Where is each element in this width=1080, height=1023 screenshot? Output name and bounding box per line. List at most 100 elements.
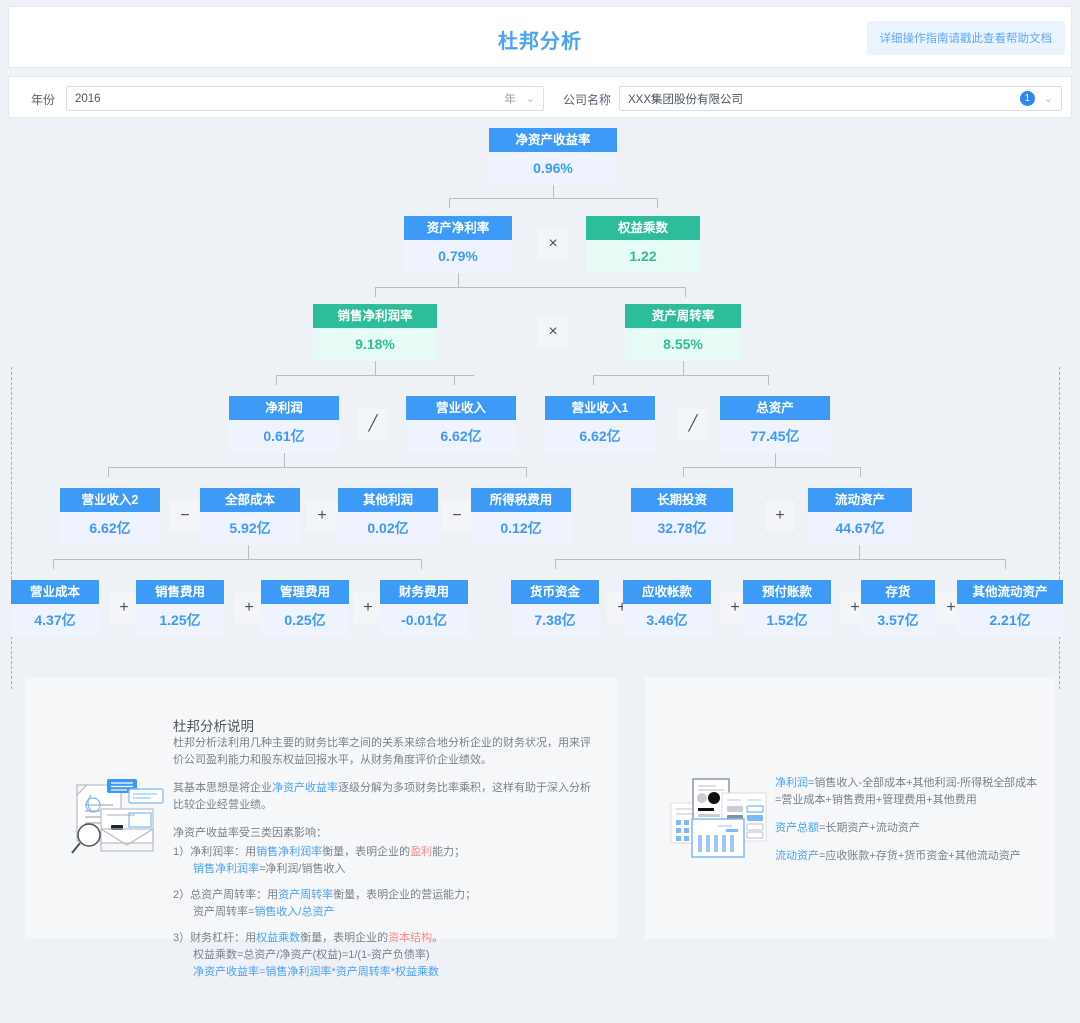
node-value: 32.78亿 xyxy=(631,512,733,545)
factor-item-2: 2）总资产周转率：用资产周转率衡量，表明企业的营运能力； 资产周转率=销售收入/… xyxy=(173,887,593,921)
node-value: 5.92亿 xyxy=(200,512,300,545)
node-value: 6.62亿 xyxy=(545,420,655,453)
explain-para-1: 杜邦分析法利用几种主要的财务比率之间的关系来综合地分析企业的财务状况，用来评价公… xyxy=(173,737,591,766)
connector xyxy=(685,287,686,297)
company-select[interactable]: XXX集团股份有限公司 1 ⌄ xyxy=(619,86,1062,111)
operator-plus: + xyxy=(109,593,139,623)
node-roe[interactable]: 净资产收益率 0.96% xyxy=(489,128,617,185)
node-label: 权益乘数 xyxy=(586,216,700,240)
item1-mid: 衡量，表明企业的 xyxy=(322,846,411,858)
operator-minus: − xyxy=(442,501,472,531)
node-revenue-1[interactable]: 营业收入1 6.62亿 xyxy=(545,396,655,453)
company-label: 公司名称 xyxy=(563,93,612,107)
item2-formula: 资产周转率=销售收入/总资产 xyxy=(173,904,593,921)
node-long-term-investment[interactable]: 长期投资 32.78亿 xyxy=(631,488,733,545)
node-value: 0.96% xyxy=(489,152,617,185)
node-value: 2.21亿 xyxy=(957,604,1063,637)
node-label: 营业收入 xyxy=(406,396,516,420)
node-equity-multiplier[interactable]: 权益乘数 1.22 xyxy=(586,216,700,273)
node-current-assets[interactable]: 流动资产 44.67亿 xyxy=(808,488,912,545)
formula-net-profit: 净利润=销售收入-全部成本+其他利润-所得税全部成本=营业成本+销售费用+管理费… xyxy=(775,775,1040,809)
connector xyxy=(555,559,556,569)
item2-link[interactable]: 资产周转率 xyxy=(278,889,334,901)
node-label: 所得税费用 xyxy=(471,488,571,512)
explanation-panel: 杜邦分析说明 杜邦分析法利用几种主要的财务比率之间的关系来综合地分析企业的财务状… xyxy=(25,677,617,978)
node-label: 总资产 xyxy=(720,396,830,420)
node-inventory[interactable]: 存货 3.57亿 xyxy=(861,580,935,637)
node-label: 销售费用 xyxy=(136,580,224,604)
node-total-assets[interactable]: 总资产 77.45亿 xyxy=(720,396,830,453)
node-revenue-2[interactable]: 营业收入2 6.62亿 xyxy=(60,488,160,545)
connector xyxy=(526,467,527,477)
connector xyxy=(683,361,684,375)
node-label: 销售净利润率 xyxy=(313,304,437,328)
connector xyxy=(458,273,459,287)
item1-link[interactable]: 销售净利润率 xyxy=(256,846,323,858)
node-value: 44.67亿 xyxy=(808,512,912,545)
node-admin-expense[interactable]: 管理费用 0.25亿 xyxy=(261,580,349,637)
node-net-profit[interactable]: 净利润 0.61亿 xyxy=(229,396,339,453)
operator-divide: ╱ xyxy=(678,409,708,439)
item1-formula: 销售净利润率=净利润/销售收入 xyxy=(173,861,593,878)
node-label: 资产净利率 xyxy=(404,216,512,240)
node-label: 资产周转率 xyxy=(625,304,741,328)
node-operating-cost[interactable]: 营业成本 4.37亿 xyxy=(11,580,99,637)
item1-formula-link[interactable]: 销售净利润率 xyxy=(193,863,259,875)
node-income-tax[interactable]: 所得税费用 0.12亿 xyxy=(471,488,571,545)
node-prepaid-accounts[interactable]: 预付账款 1.52亿 xyxy=(743,580,831,637)
node-label: 净资产收益率 xyxy=(489,128,617,152)
node-label: 其他利润 xyxy=(338,488,438,512)
formula-1-link[interactable]: 净利润 xyxy=(775,777,808,789)
node-label: 应收帐款 xyxy=(623,580,711,604)
node-label: 营业成本 xyxy=(11,580,99,604)
chevron-down-icon: ⌄ xyxy=(1043,93,1053,105)
factor-item-3: 3）财务杠杆：用权益乘数衡量，表明企业的资本结构。 权益乘数=总资产/净资产(权… xyxy=(173,930,593,981)
node-value: 0.25亿 xyxy=(261,604,349,637)
item1-pre: 净利润率：用 xyxy=(190,846,257,858)
operator-plus: + xyxy=(765,501,795,531)
node-net-profit-margin[interactable]: 销售净利润率 9.18% xyxy=(313,304,437,361)
connector xyxy=(768,375,769,385)
panel-title: 杜邦分析说明 xyxy=(173,719,254,734)
node-total-cost[interactable]: 全部成本 5.92亿 xyxy=(200,488,300,545)
node-value: 1.25亿 xyxy=(136,604,224,637)
year-select[interactable]: 2016 年 ⌄ xyxy=(66,86,544,111)
para2-link[interactable]: 净资产收益率 xyxy=(272,782,338,794)
formula-3-link[interactable]: 流动资产 xyxy=(775,850,819,862)
connector xyxy=(276,375,474,376)
node-label: 长期投资 xyxy=(631,488,733,512)
connector xyxy=(657,198,658,208)
connector xyxy=(276,375,277,385)
operator-multiply: × xyxy=(538,317,568,347)
node-label: 货币资金 xyxy=(511,580,599,604)
node-finance-expense[interactable]: 财务费用 -0.01亿 xyxy=(380,580,468,637)
item3-link[interactable]: 权益乘数 xyxy=(256,932,301,944)
item2-post: 衡量，表明企业的营运能力； xyxy=(333,889,477,901)
connector xyxy=(108,467,109,477)
filter-bar: 年份 2016 年 ⌄ 公司名称 XXX集团股份有限公司 1 ⌄ xyxy=(8,76,1072,118)
node-asset-turnover[interactable]: 资产周转率 8.55% xyxy=(625,304,741,361)
node-accounts-receivable[interactable]: 应收帐款 3.46亿 xyxy=(623,580,711,637)
item2-formula-link[interactable]: 销售收入/总资产 xyxy=(254,906,335,918)
item2-pre: 总资产周转率：用 xyxy=(190,889,279,901)
operator-plus: + xyxy=(307,501,337,531)
node-value: 0.79% xyxy=(404,240,512,273)
connector xyxy=(860,467,861,477)
item1-post: 能力； xyxy=(432,846,466,858)
node-cash[interactable]: 货币资金 7.38亿 xyxy=(511,580,599,637)
formula-2-link[interactable]: 资产总额 xyxy=(775,822,819,834)
node-sales-expense[interactable]: 销售费用 1.25亿 xyxy=(136,580,224,637)
panel-body: 杜邦分析法利用几种主要的财务比率之间的关系来综合地分析企业的财务状况，用来评价公… xyxy=(173,735,593,992)
node-revenue[interactable]: 营业收入 6.62亿 xyxy=(406,396,516,453)
connector xyxy=(555,559,1005,560)
operator-multiply: × xyxy=(538,229,568,259)
item3-formula-2: 净资产收益率=销售净利润率*资产周转率*权益乘数 xyxy=(193,966,439,978)
node-other-profit[interactable]: 其他利润 0.02亿 xyxy=(338,488,438,545)
formula-current-assets: 流动资产=应收账款+存货+货币资金+其他流动资产 xyxy=(775,848,1040,865)
help-doc-link[interactable]: 详细操作指南请戳此查看帮助文档 xyxy=(866,21,1065,55)
node-label: 净利润 xyxy=(229,396,339,420)
node-other-current-assets[interactable]: 其他流动资产 2.21亿 xyxy=(957,580,1063,637)
node-roa[interactable]: 资产净利率 0.79% xyxy=(404,216,512,273)
node-value: 3.57亿 xyxy=(861,604,935,637)
